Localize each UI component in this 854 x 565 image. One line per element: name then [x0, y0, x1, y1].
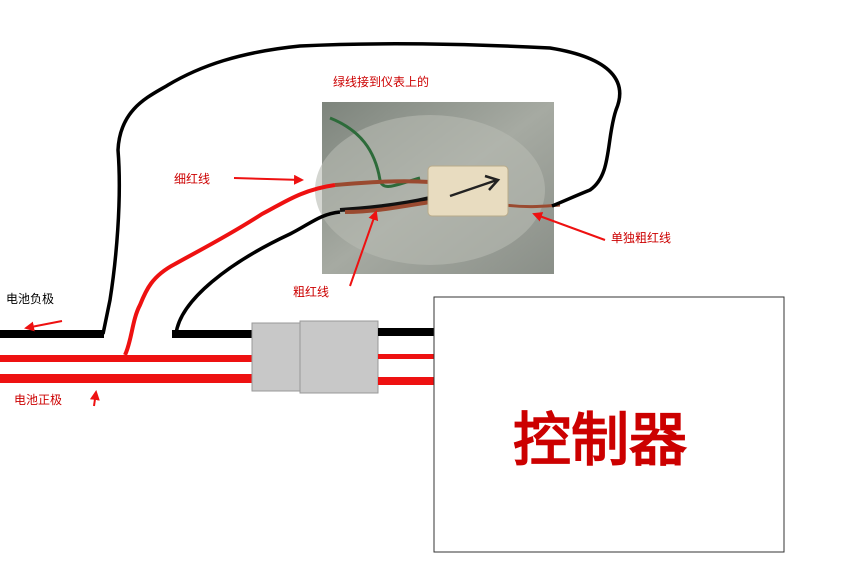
photo-green-wire — [329, 116, 421, 188]
photo-red-wire-thin — [334, 179, 431, 187]
photo-red-wire-thick — [344, 200, 431, 214]
connector — [251, 320, 379, 394]
negative-wire-mid — [172, 330, 252, 338]
controller-box — [433, 296, 785, 553]
red-arrow-icon — [89, 390, 100, 407]
single-thick-red-label: 单独粗红线 — [611, 230, 671, 245]
red-wire-right-upper — [378, 354, 434, 359]
photo-inset — [315, 102, 561, 274]
red-arrow-icon — [532, 212, 606, 241]
connector-right-half — [299, 320, 379, 394]
battery-positive-label: 电池正极 — [14, 393, 62, 407]
negative-wire-left — [0, 330, 104, 338]
negative-wire-right — [378, 328, 434, 336]
photo-black-wire — [339, 196, 431, 212]
connector-left-half — [251, 322, 305, 392]
red-arrow-icon — [233, 174, 304, 185]
red-wire-lower — [0, 374, 255, 383]
thick-red-label: 粗红线 — [293, 284, 329, 299]
thin-red-label: 细红线 — [174, 171, 210, 186]
red-arrow-icon — [349, 210, 379, 287]
thin-red-wire — [123, 183, 336, 356]
red-arrow-icon — [24, 320, 63, 332]
black-loop-wire — [101, 42, 622, 335]
red-wire-right-lower — [378, 377, 434, 385]
green-wire-label: 绿线接到仪表上的 — [333, 74, 429, 89]
red-wire-upper — [0, 355, 255, 362]
black-photo-wire — [174, 210, 341, 335]
battery-negative-label: 电池负极 — [6, 292, 54, 306]
black-arrow-icon — [449, 174, 501, 198]
controller-label: 控制器 — [513, 406, 688, 474]
